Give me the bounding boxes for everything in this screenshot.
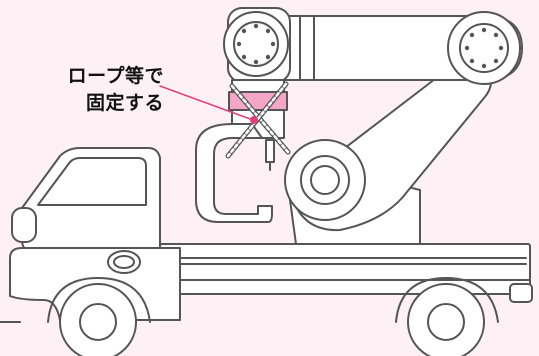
callout-line-1: ロープ等で	[67, 65, 164, 87]
callout-label: ロープ等で 固定する	[34, 63, 164, 117]
cab-headlight	[11, 207, 37, 243]
robot-shoulder-joint	[447, 11, 521, 85]
callout-leader-line	[159, 85, 254, 121]
robot-gripper	[195, 123, 273, 223]
gripper-tip	[265, 139, 275, 163]
front-wheel	[59, 283, 137, 356]
rear-bumper	[509, 283, 533, 303]
truck-bed-rail	[159, 243, 531, 295]
fuel-cap	[107, 250, 141, 274]
robot-arm	[195, 7, 523, 245]
callout-line-2: 固定する	[85, 92, 164, 114]
callout-marker-dot	[250, 116, 258, 124]
rear-wheel	[407, 283, 485, 356]
front-wheel-arch	[47, 277, 151, 323]
cab-window	[37, 157, 147, 206]
truck	[0, 147, 533, 356]
rear-wheel-arch	[395, 277, 499, 323]
robot-lower-joint	[284, 139, 366, 221]
